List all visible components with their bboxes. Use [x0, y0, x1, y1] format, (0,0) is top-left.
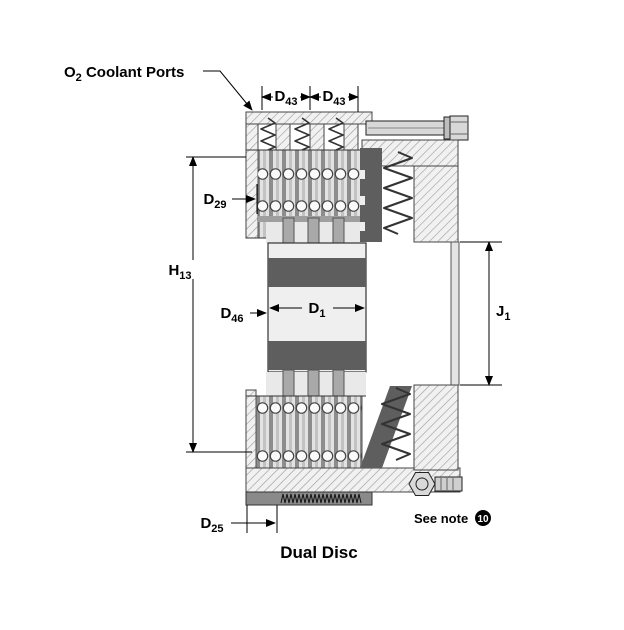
- diaphragm-plate: [360, 386, 412, 468]
- connector-plate: [307, 369, 320, 399]
- plate-slot: [360, 170, 365, 179]
- upper-connector-plates: [266, 217, 366, 247]
- connector-plate: [307, 217, 320, 247]
- bolt-hex-circle: [415, 477, 429, 491]
- d43-right-label: D43: [322, 88, 345, 108]
- roller-row: [258, 198, 362, 214]
- divider-post: [309, 123, 325, 153]
- h13-label: H13: [168, 262, 191, 282]
- bottom-bolt: [408, 472, 463, 496]
- d43-left-label: D43: [274, 88, 297, 108]
- d46-label: D46: [220, 305, 243, 325]
- label-bg: [493, 301, 517, 318]
- right-cylinder-wall: [450, 241, 460, 386]
- label-bg: [321, 88, 348, 103]
- connector-plate: [332, 217, 345, 247]
- dimensions: O2 Coolant Ports D43 D43 D29 H13 D46 D1: [64, 64, 517, 562]
- pressure-plate: [360, 148, 382, 242]
- upper-coil-spring: [383, 151, 413, 235]
- connector-plate: [282, 217, 295, 247]
- roller-row: [256, 400, 362, 416]
- d25-label: D25: [200, 515, 223, 535]
- divider-post: [275, 123, 291, 153]
- housing-column: [413, 384, 459, 471]
- upper-right-housing: [360, 115, 469, 243]
- coolant-ports-label: O2 Coolant Ports: [64, 64, 184, 84]
- roller-row: [256, 448, 362, 464]
- top-bolt-washer: [443, 116, 451, 140]
- note-number: 10: [477, 514, 489, 525]
- serration: [280, 493, 362, 504]
- lower-right-housing: [360, 384, 459, 471]
- flange-left-wall: [245, 111, 259, 239]
- d29-label: D29: [203, 191, 226, 211]
- roller-row: [258, 166, 362, 182]
- bolt-shaft: [434, 476, 463, 492]
- hub-dark-band-bottom: [268, 341, 366, 370]
- top-bolt-head: [449, 115, 469, 141]
- j1-label: J1: [496, 303, 510, 323]
- pack-left-wall: [245, 389, 257, 469]
- d1-label: D1: [309, 300, 326, 320]
- coolant-spring: [260, 117, 276, 151]
- see-note-label: See note: [414, 511, 468, 526]
- figure-title: Dual Disc: [280, 543, 357, 562]
- label-bg: [161, 260, 199, 279]
- connector-plate: [332, 369, 345, 399]
- see-note: See note 10: [414, 510, 491, 526]
- plate-slot: [360, 196, 365, 205]
- mechanism: [245, 111, 469, 506]
- lower-connector-plates: [266, 369, 366, 399]
- housing-column: [413, 165, 459, 243]
- label-bg: [273, 88, 300, 103]
- coolant-spring: [294, 117, 310, 151]
- lower-coil-spring: [381, 387, 411, 461]
- coolant-spring: [328, 117, 344, 151]
- connector-plate: [282, 369, 295, 399]
- divider-post: [343, 123, 359, 153]
- plate-slot: [360, 222, 365, 231]
- note-number-badge: [475, 510, 491, 526]
- upper-flange: [245, 111, 373, 239]
- lower-disc-pack: [245, 389, 460, 469]
- coolant-leader-line: [203, 70, 253, 111]
- hub-dark-band-top: [268, 258, 366, 287]
